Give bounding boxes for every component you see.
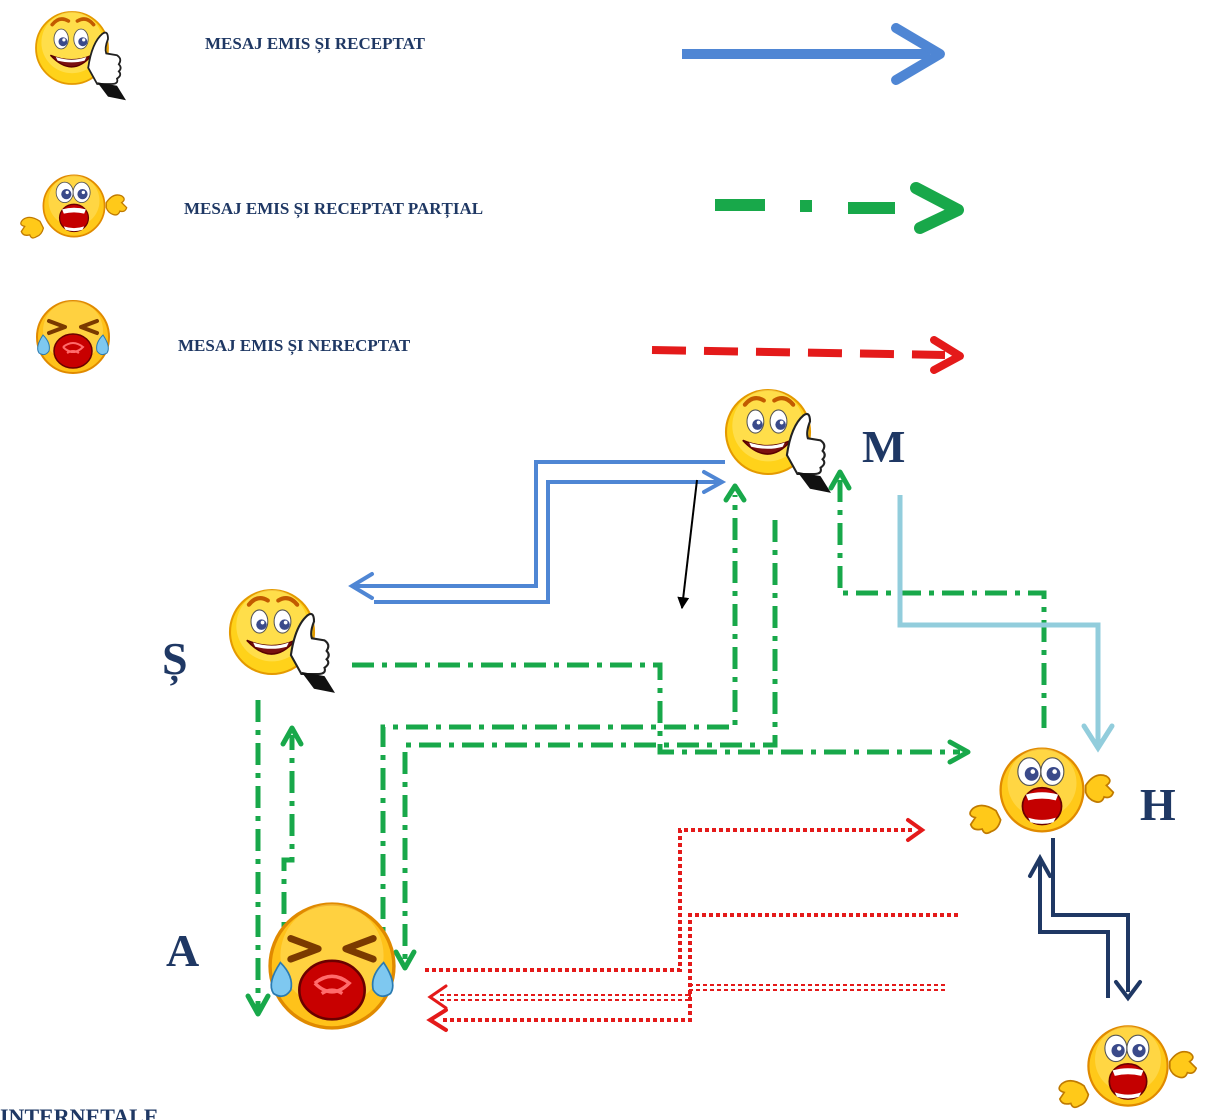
legend-label-partial: MESAJ EMIS ȘI RECEPTAT PARȚIAL xyxy=(184,199,484,218)
node-label-a: A xyxy=(166,925,200,976)
legend-arrow-not-received xyxy=(651,336,964,374)
flow-partial-arrowheads xyxy=(245,469,971,1017)
node-bottom-scared-icon xyxy=(1058,1025,1198,1109)
legend-label-not-received: MESAJ EMIS ȘI NERECPTAT xyxy=(178,336,411,355)
node-label-m: M xyxy=(862,421,906,472)
flow-received-m-s xyxy=(348,460,727,604)
footer-text: INTERNETALE xyxy=(0,1104,159,1120)
node-h-scared-icon xyxy=(968,747,1115,835)
node-label-s: Ș xyxy=(162,633,188,684)
legend-not-received-crying-icon xyxy=(35,299,111,375)
legend-label-received: MESAJ EMIS ȘI RECEPTAT xyxy=(205,34,425,53)
flow-not-received-arrowheads xyxy=(426,818,926,1032)
legend-received-happy-icon xyxy=(34,10,128,103)
flow-partial-group xyxy=(255,480,1047,1010)
node-a-crying-icon xyxy=(270,904,394,1028)
legend-partial-scared-icon xyxy=(19,174,128,239)
node-s-happy-icon xyxy=(230,590,335,693)
node-m-happy-icon xyxy=(726,390,831,493)
legend-arrow-partial xyxy=(715,182,964,234)
flow-m-h-light xyxy=(897,495,1115,753)
flow-h-bottom-navy xyxy=(1028,838,1142,1002)
legend-arrow-received xyxy=(682,23,945,85)
black-arrow xyxy=(677,479,698,610)
flow-not-received-group xyxy=(425,828,958,1022)
